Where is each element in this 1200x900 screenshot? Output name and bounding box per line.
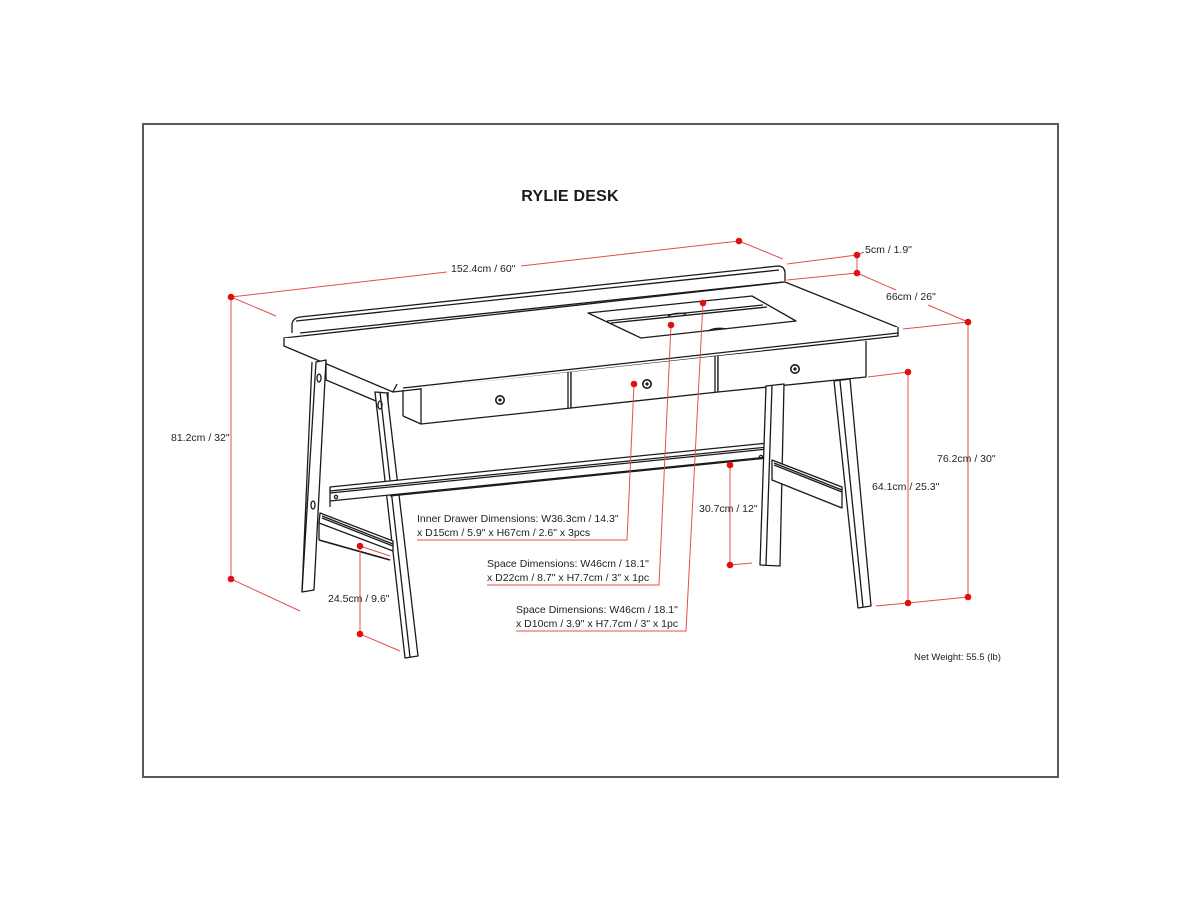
leg-left-front xyxy=(374,391,419,659)
callout-inner-drawer: Inner Drawer Dimensions: W36.3cm / 14.3"… xyxy=(417,512,619,540)
drawers xyxy=(402,341,867,425)
diagram-title: RYLIE DESK xyxy=(521,188,619,205)
desk-tray xyxy=(587,295,797,339)
stretcher-long xyxy=(329,442,769,507)
callout-space-front-line2: x D22cm / 8.7" x H7.7cm / 3" x 1pc xyxy=(487,572,650,584)
back-rail xyxy=(291,265,786,334)
callout-space-back-line2: x D10cm / 3.9" x H7.7cm / 3" x 1pc xyxy=(516,618,679,630)
dim-clearance-label: 64.1cm / 25.3" xyxy=(872,481,940,493)
stretcher-left-side xyxy=(318,512,394,561)
callout-space-back-line1: Space Dimensions: W46cm / 18.1" xyxy=(516,604,678,616)
stretcher-right-side xyxy=(771,459,843,509)
dimension-lines xyxy=(230,240,969,652)
diagram-frame xyxy=(142,123,1059,778)
callout-inner-drawer-line1: Inner Drawer Dimensions: W36.3cm / 14.3" xyxy=(417,513,619,525)
dim-desk-height-label: 76.2cm / 30" xyxy=(937,453,996,465)
dim-width-label: 152.4cm / 60" xyxy=(451,263,516,275)
net-weight-label: Net Weight: 55.5 (lb) xyxy=(914,652,1001,663)
leg-left-back xyxy=(301,359,327,593)
leg-right-front xyxy=(833,378,872,609)
dim-overall-height-label: 81.2cm / 32" xyxy=(171,432,230,444)
dim-depth-label: 66cm / 26" xyxy=(886,291,936,303)
desk-outline xyxy=(283,265,899,659)
callout-space-front: Space Dimensions: W46cm / 18.1" x D22cm … xyxy=(487,557,649,585)
callout-space-front-line1: Space Dimensions: W46cm / 18.1" xyxy=(487,558,649,570)
dim-side-stretcher-label: 24.5cm / 9.6" xyxy=(328,593,390,605)
dimension-dots xyxy=(227,237,972,638)
callout-space-back: Space Dimensions: W46cm / 18.1" x D10cm … xyxy=(516,603,678,631)
dim-stretcher-height-label: 30.7cm / 12" xyxy=(699,503,758,515)
dim-backrail-label: 5cm / 1.9" xyxy=(865,244,912,256)
callout-inner-drawer-line2: x D15cm / 5.9" x H67cm / 2.6" x 3pcs xyxy=(417,527,591,539)
